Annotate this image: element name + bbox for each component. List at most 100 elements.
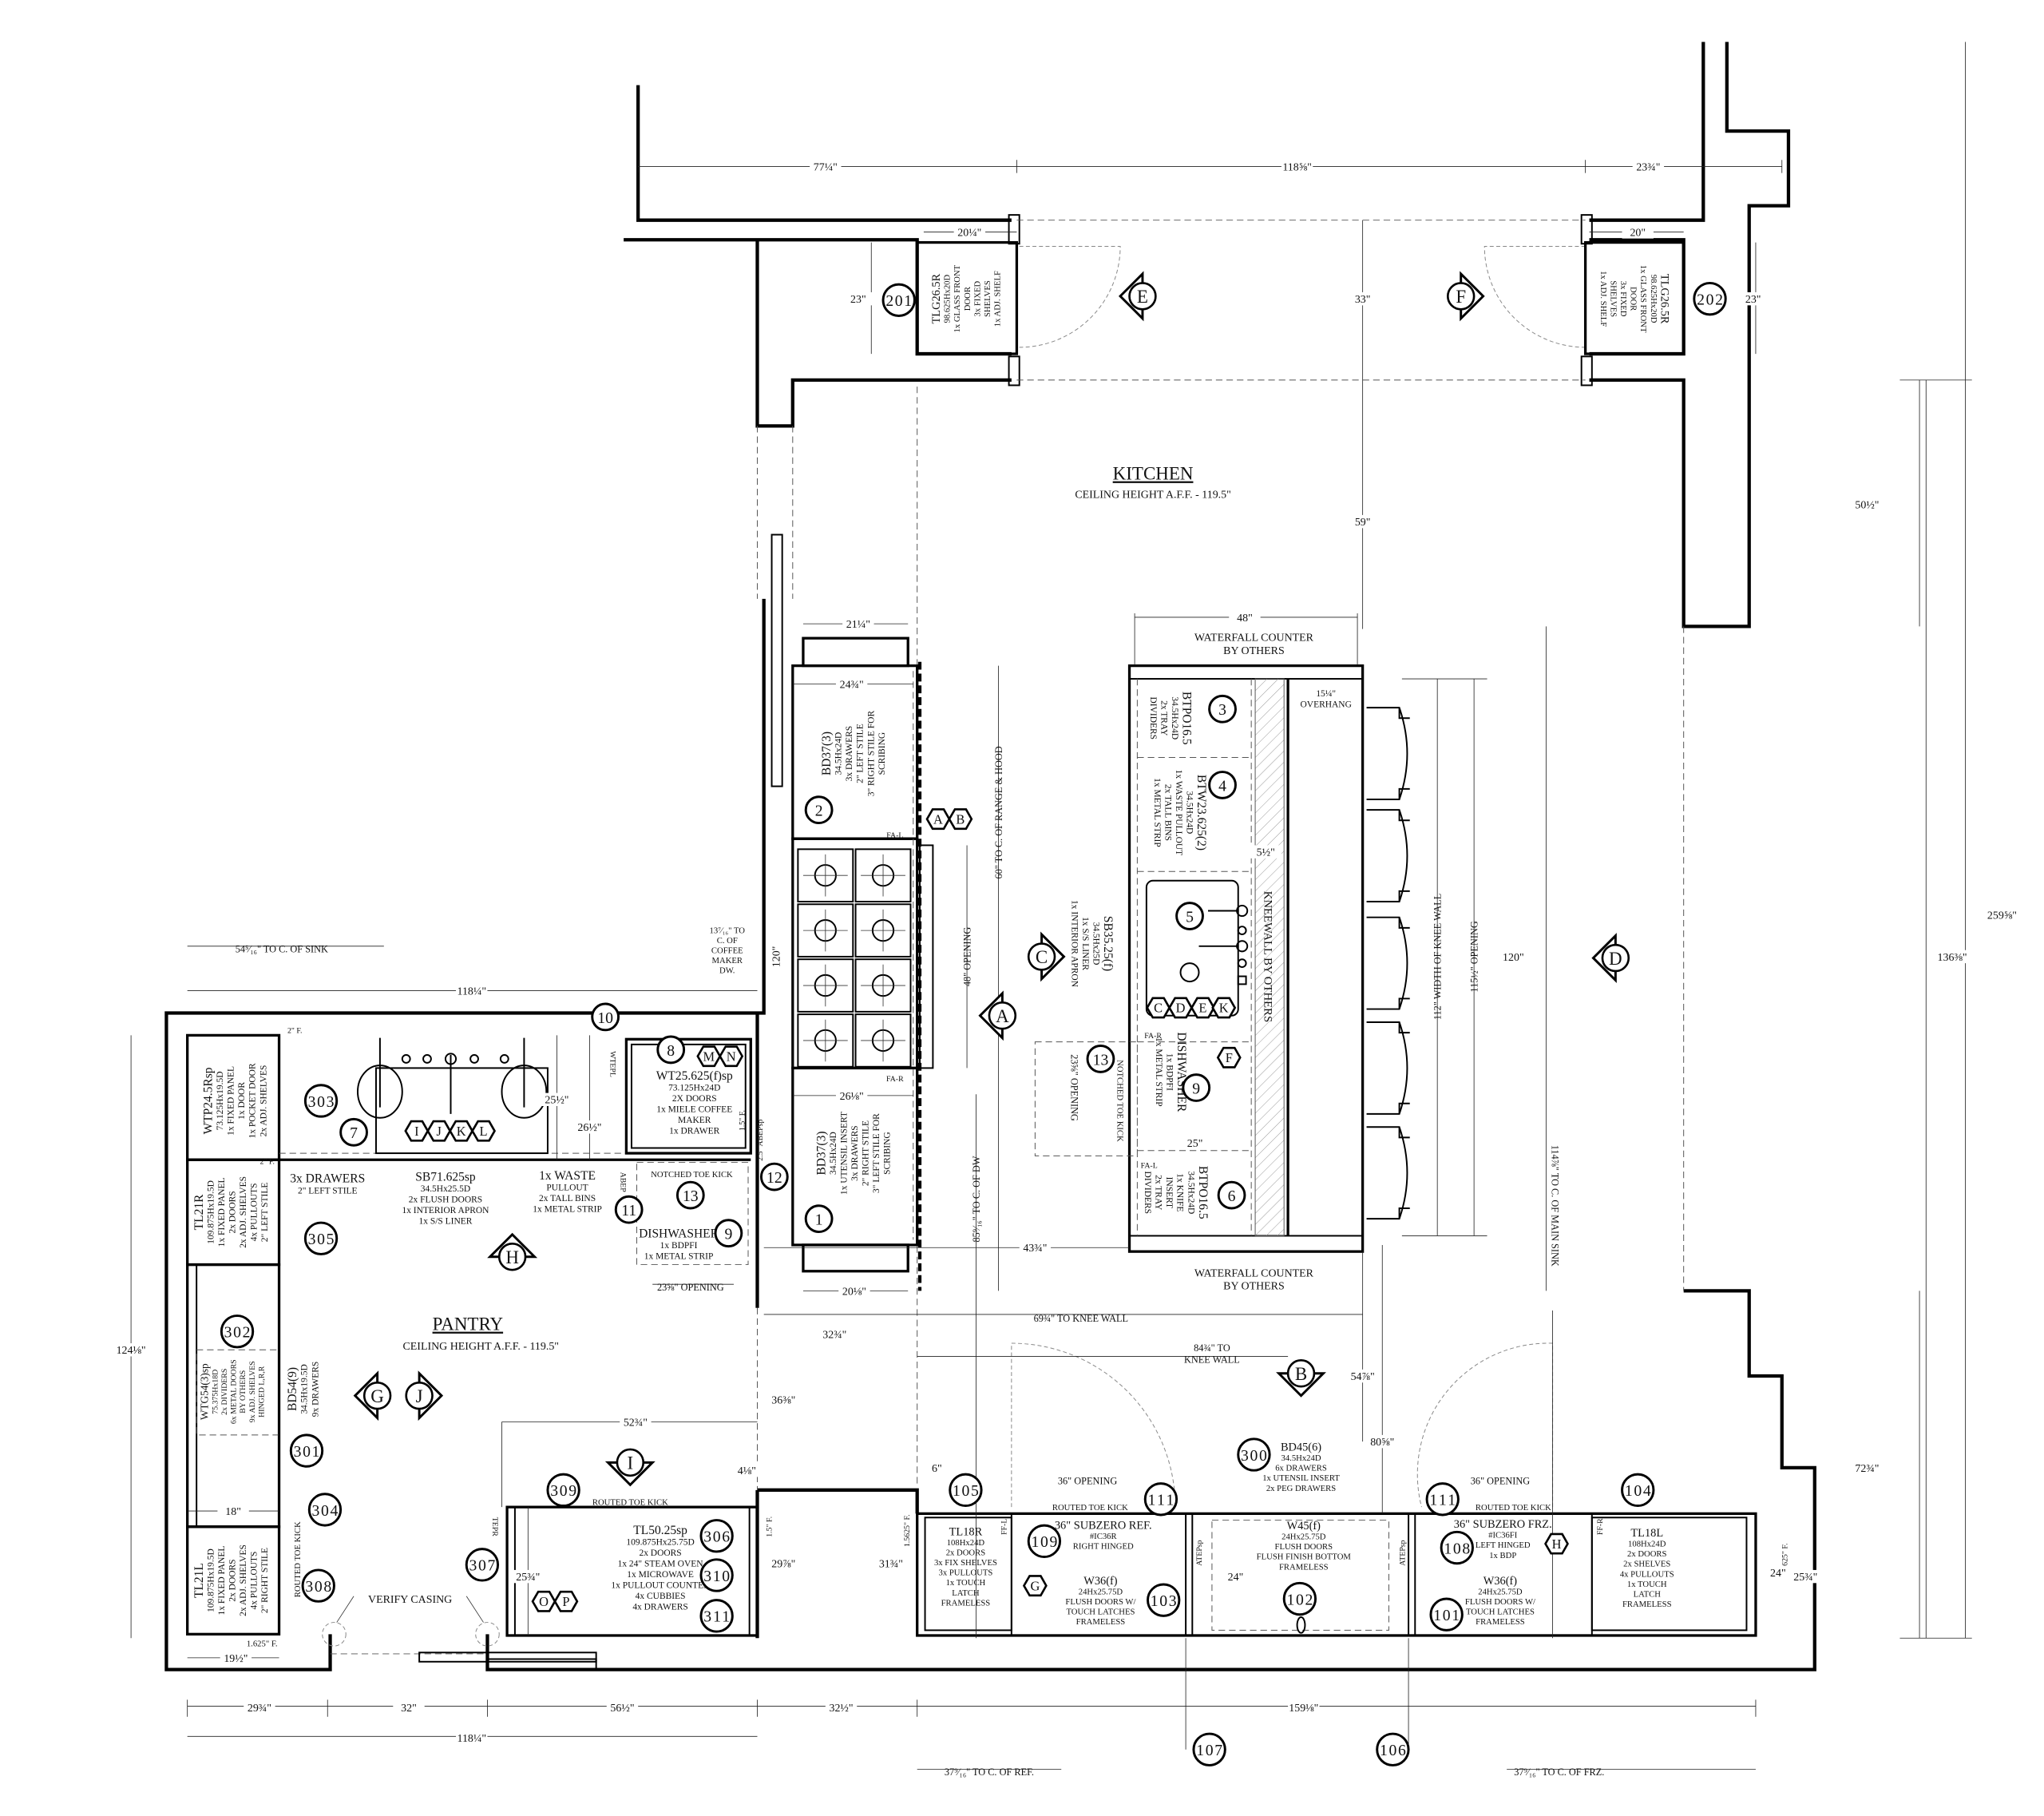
note-abep: ABEP: [619, 1172, 628, 1193]
text-line: 2" F.: [287, 1026, 303, 1035]
text-line: 3x FIXED: [973, 280, 982, 316]
cabinet-number-tag: 307: [465, 1548, 500, 1582]
hex-finish-tag: G: [1022, 1575, 1048, 1597]
hex-letter: I: [414, 1124, 418, 1139]
text-line: NOTCHED TOE KICK: [651, 1171, 733, 1180]
text-line: TL21R: [192, 1194, 206, 1230]
note-routed-frz: ROUTED TOE KICK: [1476, 1504, 1551, 1513]
text-line: BTW23.625(2): [1194, 775, 1208, 851]
tag-circle: [1027, 1524, 1062, 1558]
text-line: 54⅞": [1351, 1371, 1375, 1383]
text-line: TL18L: [1630, 1527, 1663, 1540]
text-line: 73.125Hx19.5D: [216, 1071, 225, 1130]
text-line: 84¾" TO: [1194, 1342, 1230, 1354]
note-notched-toe-kick-pantry: NOTCHED TOE KICK: [651, 1171, 733, 1180]
text-line: 2x PEG DRAWERS: [1266, 1485, 1336, 1493]
text-line: FA-L: [1141, 1161, 1158, 1170]
text-line: 1x FIXED PANEL: [217, 1177, 227, 1247]
text-line: LATCH: [952, 1589, 980, 1598]
note-to-dw: 85⁹⁄₁₆" TO C. OF DW: [971, 1156, 982, 1242]
hex-letter: H: [1552, 1536, 1562, 1552]
tag-number: 3: [1218, 701, 1226, 719]
text-line: 3" LEFT STILE FOR: [872, 1113, 881, 1193]
dimension-d24: 24¾": [840, 679, 864, 691]
text-line: FLUSH DOORS W/: [1065, 1598, 1135, 1607]
hexagon-icon: [1022, 1575, 1048, 1597]
marker-circle: [1128, 282, 1157, 311]
text-line: SHELVES: [1608, 280, 1617, 317]
text-line: 2x TRAY: [1154, 1175, 1163, 1210]
text-line: #IC36R: [1090, 1532, 1118, 1541]
cabinet-number-tag: 305: [303, 1221, 339, 1255]
tag-circle: [1693, 281, 1727, 316]
cabinet-label-wtg54: WTG54(3)sp75.375Hx18D2x DIVIDERS6x METAL…: [199, 1359, 267, 1424]
text-line: 4x PULLOUTS: [250, 1183, 259, 1241]
text-line: TL21L: [192, 1563, 206, 1598]
text-line: BD37(3): [814, 1132, 828, 1176]
note-opening115: 115½" OPENING: [1468, 921, 1480, 992]
hex-finish-tag: H: [1544, 1532, 1569, 1555]
bar-stool: [1366, 916, 1410, 1010]
text-line: 33": [1355, 294, 1371, 306]
tag-circle: [303, 1084, 339, 1118]
text-line: DOOR: [964, 286, 972, 311]
text-line: INSERT: [1164, 1177, 1174, 1208]
tag-circle: [1425, 1482, 1460, 1517]
note-to-pantry-sink: 54⁵⁄₁₆" TO C. OF SINK: [236, 943, 328, 954]
text-line: 3x FIXED: [1618, 281, 1627, 317]
tag-number: 111: [1429, 1492, 1456, 1509]
dimension-d5: 5½": [1257, 847, 1275, 859]
dimension-d36: 36⅜": [771, 1394, 795, 1406]
text-line: BD37(3): [820, 732, 834, 775]
cabinet-number-tag: 302: [220, 1314, 255, 1349]
text-line: BD54(9): [286, 1367, 299, 1411]
text-line: TOUCH LATCHES: [1066, 1608, 1135, 1617]
text-line: 4⅛": [738, 1465, 756, 1477]
tag-number: 105: [953, 1482, 979, 1500]
note-knee-width: 112" WIDTH OF KNEE WALL: [1432, 894, 1443, 1020]
text-line: FRAMELESS: [1076, 1618, 1126, 1627]
text-line: 20": [1630, 227, 1646, 239]
text-line: TEPR: [490, 1517, 499, 1536]
text-line: 2" F.: [259, 1157, 275, 1166]
dimension-d25: 25": [1187, 1138, 1203, 1150]
hexagon-icon: [1168, 997, 1193, 1019]
tag-circle: [656, 1035, 686, 1065]
text-line: SB71.625sp: [415, 1170, 476, 1184]
note-f1625: 1.625" F.: [247, 1640, 278, 1649]
text-line: 34.5Hx24D: [1281, 1454, 1321, 1463]
note-abepsp: 2.5" ABEPsp: [756, 1120, 765, 1161]
tag-number: 201: [885, 292, 912, 310]
dimension-d26: 26⅛": [840, 1091, 864, 1103]
text-line: 259⅝": [1987, 910, 2017, 922]
text-line: 85⁹⁄₁₆" TO C. OF DW: [971, 1156, 982, 1242]
note-fa-r-range: FA-R: [886, 1075, 904, 1084]
tag-number: 103: [1151, 1592, 1177, 1610]
cabinet-number-tag: 8: [656, 1035, 686, 1065]
text-line: 25¾": [1793, 1572, 1817, 1584]
hex-finish-tag: N: [719, 1045, 744, 1068]
note-atep2: ATEPsp: [1398, 1540, 1407, 1565]
hex-finish-tag: A: [925, 808, 951, 831]
text-line: 56½": [610, 1703, 634, 1715]
text-line: ABEP: [619, 1172, 628, 1193]
text-line: 34.5Hx24D: [829, 1132, 838, 1175]
text-line: LEFT HINGED: [1476, 1541, 1531, 1550]
text-line: ROUTED TOE KICK: [592, 1498, 668, 1507]
text-line: 32": [401, 1703, 417, 1715]
text-line: TL50.25sp: [633, 1524, 687, 1537]
cabinet-number-tag: 311: [699, 1599, 734, 1633]
text-line: 29¾": [248, 1703, 271, 1715]
tag-number: 104: [1625, 1482, 1651, 1500]
text-line: 1x GLASS FRONT: [1638, 265, 1647, 333]
text-line: TL18R: [949, 1525, 983, 1538]
text-line: 2x DIVIDERS: [220, 1369, 229, 1415]
